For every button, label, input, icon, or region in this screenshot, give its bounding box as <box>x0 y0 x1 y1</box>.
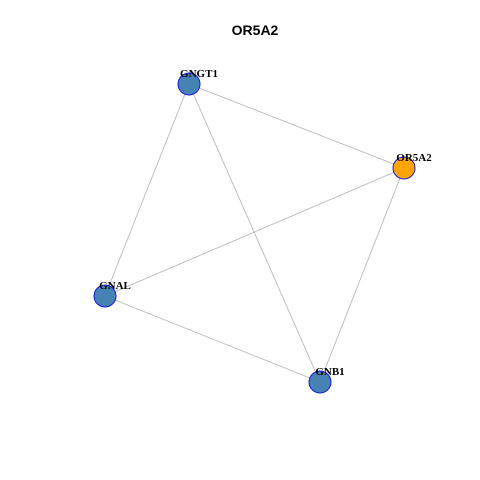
node-or5a2: OR5A2 <box>392 152 432 180</box>
edge-gngt1-gnal <box>104 83 190 297</box>
diagram-title: OR5A2 <box>232 22 279 38</box>
node-circle-or5a2 <box>392 156 416 180</box>
edge-gngt1-gnb1 <box>188 83 321 383</box>
node-gnb1: GNB1 <box>308 366 345 394</box>
node-circle-gnb1 <box>308 370 332 394</box>
node-label-or5a2: OR5A2 <box>396 152 432 164</box>
node-label-gnb1: GNB1 <box>315 366 344 378</box>
node-gnal: GNAL <box>93 280 131 308</box>
node-gngt1: GNGT1 <box>177 68 218 96</box>
edge-gnal-gnb1 <box>104 295 321 383</box>
edge-or5a2-gnal <box>104 167 405 297</box>
node-circle-gnal <box>93 284 117 308</box>
edge-gngt1-or5a2 <box>188 83 405 169</box>
node-circle-gngt1 <box>177 72 201 96</box>
node-label-gnal: GNAL <box>99 280 131 292</box>
edges-layer <box>104 83 405 383</box>
node-label-gngt1: GNGT1 <box>180 68 218 80</box>
edge-or5a2-gnb1 <box>319 167 405 383</box>
